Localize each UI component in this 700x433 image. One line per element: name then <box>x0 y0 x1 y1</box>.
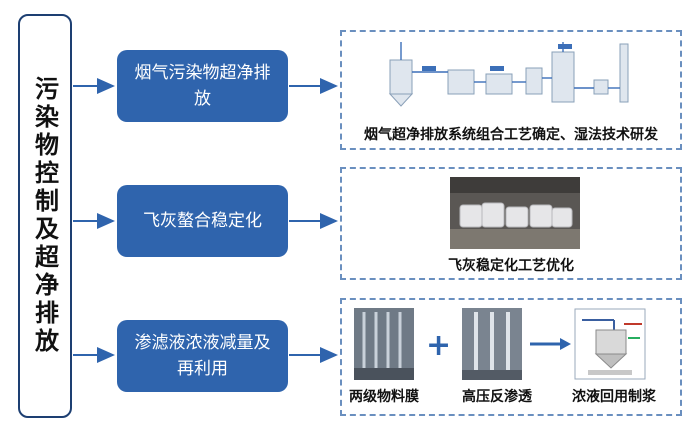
chimney-icon <box>619 43 629 103</box>
dryer-cone-icon <box>388 93 414 107</box>
two-stage-membrane-photo <box>354 308 414 380</box>
fly-ash-warehouse-photo <box>450 177 580 249</box>
fly-ash-detail-panel: 飞灰稳定化工艺优化 <box>340 167 682 280</box>
concentrate-reuse-diagram <box>574 308 646 380</box>
branch-leachate-title: 渗滤液浓液减量及再利用 <box>134 333 271 379</box>
fan-icon <box>593 79 609 95</box>
ro-caption: 高压反渗透 <box>462 389 532 405</box>
main-label-box: 污染物控制及超净排放 <box>18 14 72 418</box>
dryer-tank-icon <box>389 59 413 95</box>
membrane-caption: 两级物料膜 <box>349 389 419 405</box>
heat-exchanger-icon <box>525 67 543 95</box>
temp-tag-1-icon <box>422 66 436 71</box>
wet-scrubber-icon <box>551 51 575 103</box>
branch-flue-gas-box: 烟气污染物超净排放 <box>117 50 288 122</box>
plus-icon: + <box>426 328 452 363</box>
reuse-caption: 浓液回用制浆 <box>572 389 656 405</box>
temp-tag-3-icon <box>558 44 572 49</box>
leachate-detail-panel: + 两级物料膜 高压反渗透 浓液回用制浆 <box>340 298 682 416</box>
flue-gas-caption: 烟气超净排放系统组合工艺确定、湿法技术研发 <box>364 127 658 143</box>
main-label: 污染物控制及超净排放 <box>30 76 60 356</box>
flue-gas-detail-panel: 烟气超净排放系统组合工艺确定、湿法技术研发 <box>340 30 682 150</box>
scr-unit-icon <box>485 73 513 95</box>
high-pressure-ro-photo <box>462 308 522 380</box>
branch-leachate-box: 渗滤液浓液减量及再利用 <box>117 320 288 392</box>
branch-fly-ash-title: 飞灰螯合稳定化 <box>143 211 262 231</box>
branch-fly-ash-box: 飞灰螯合稳定化 <box>117 185 288 257</box>
flue-gas-process-diagram <box>388 42 629 107</box>
temp-tag-2-icon <box>490 66 504 71</box>
branch-flue-gas-title: 烟气污染物超净排放 <box>134 63 271 109</box>
to-reuse-arrow-icon <box>530 338 571 350</box>
filter-unit-icon <box>447 69 475 95</box>
fly-ash-caption: 飞灰稳定化工艺优化 <box>448 258 574 274</box>
